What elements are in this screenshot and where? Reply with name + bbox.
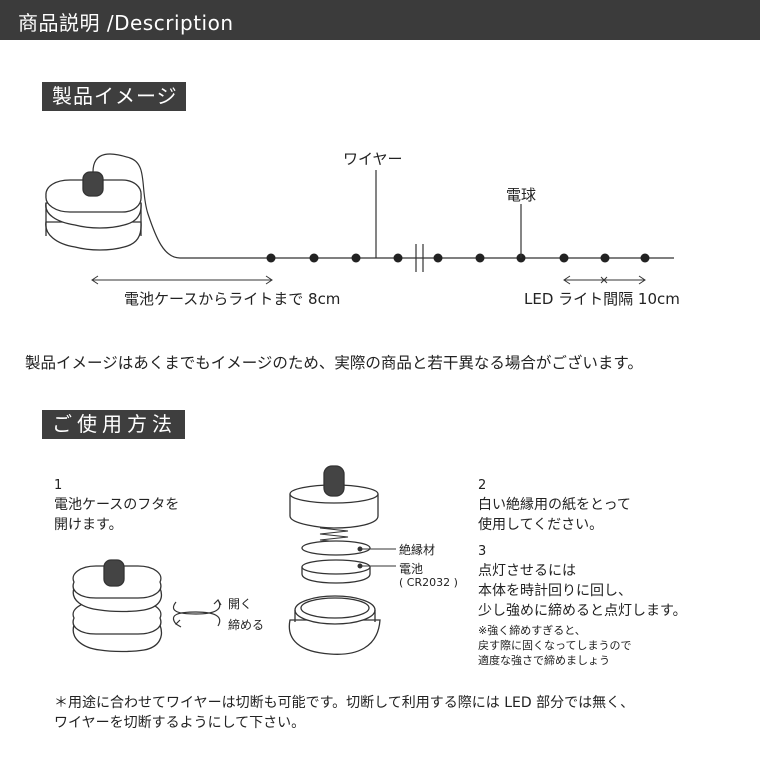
- step3-line2: 本体を時計回りに回し、: [478, 583, 632, 599]
- led-bulb: [559, 253, 569, 263]
- step2-line2: 使用してください。: [478, 517, 604, 533]
- page-title: 商品説明 /Description: [18, 11, 234, 35]
- open-label: 開く: [228, 597, 253, 611]
- caution-line2: 戻す際に固くなってしまうので: [478, 639, 632, 652]
- wire-line: [92, 153, 674, 259]
- battery-model: ( CR2032 ): [399, 576, 458, 589]
- footer-note-line2: ワイヤーを切断するようにして下さい。: [54, 715, 306, 731]
- led-bulb: [475, 253, 485, 263]
- led-bulb: [433, 253, 443, 263]
- interval-label: LED ライト間隔 10cm: [524, 290, 680, 308]
- footer-note-line1: ＊用途に合わせてワイヤーは切断も可能です。切断して利用する際には LED 部分で…: [54, 695, 635, 711]
- interval-arrow: [563, 275, 646, 285]
- led-bulb: [640, 253, 650, 263]
- wire-break-mark: [415, 244, 424, 272]
- closed-case-illustration: [72, 559, 163, 653]
- bulb-label: 電球: [506, 186, 537, 204]
- caution-line3: 適度な強さで締めましょう: [478, 654, 610, 667]
- step1-line1: 電池ケースのフタを: [54, 497, 180, 513]
- led-bulb: [393, 253, 403, 263]
- led-bulb: [600, 253, 610, 263]
- distance-label: 電池ケースからライトまで 8cm: [124, 290, 341, 308]
- led-bulbs: [266, 253, 650, 263]
- battery-case-illustration: [45, 171, 142, 251]
- step3-line1: 点灯させるには: [478, 563, 576, 579]
- caution-line1: ※強く締めすぎると、: [478, 624, 586, 637]
- image-disclaimer: 製品イメージはあくまでもイメージのため、実際の商品と若干異なる場合がございます。: [25, 354, 643, 372]
- page-header: 商品説明 /Description: [0, 0, 760, 40]
- section-label-product-image: 製品イメージ: [42, 82, 186, 111]
- step1-line2: 開けます。: [54, 517, 123, 533]
- leader-lines: [357, 546, 396, 569]
- distance-arrow: [91, 275, 273, 285]
- led-bulb: [266, 253, 276, 263]
- led-bulb: [309, 253, 319, 263]
- rotation-arrows: [172, 599, 222, 628]
- step1-number: 1: [54, 478, 63, 493]
- battery-label: 電池: [399, 562, 424, 576]
- insulation-label: 絶縁材: [399, 543, 436, 557]
- step2-line1: 白い絶縁用の紙をとって: [478, 497, 631, 513]
- step3-line3: 少し強めに締めると点灯します。: [478, 603, 687, 619]
- section-label-usage: ご使用方法: [42, 410, 185, 439]
- led-bulb: [351, 253, 361, 263]
- close-label: 締める: [228, 618, 265, 632]
- wire-label: ワイヤー: [343, 150, 403, 168]
- exploded-case-illustration: [288, 465, 381, 655]
- step2-number: 2: [478, 478, 487, 493]
- step3-number: 3: [478, 544, 487, 559]
